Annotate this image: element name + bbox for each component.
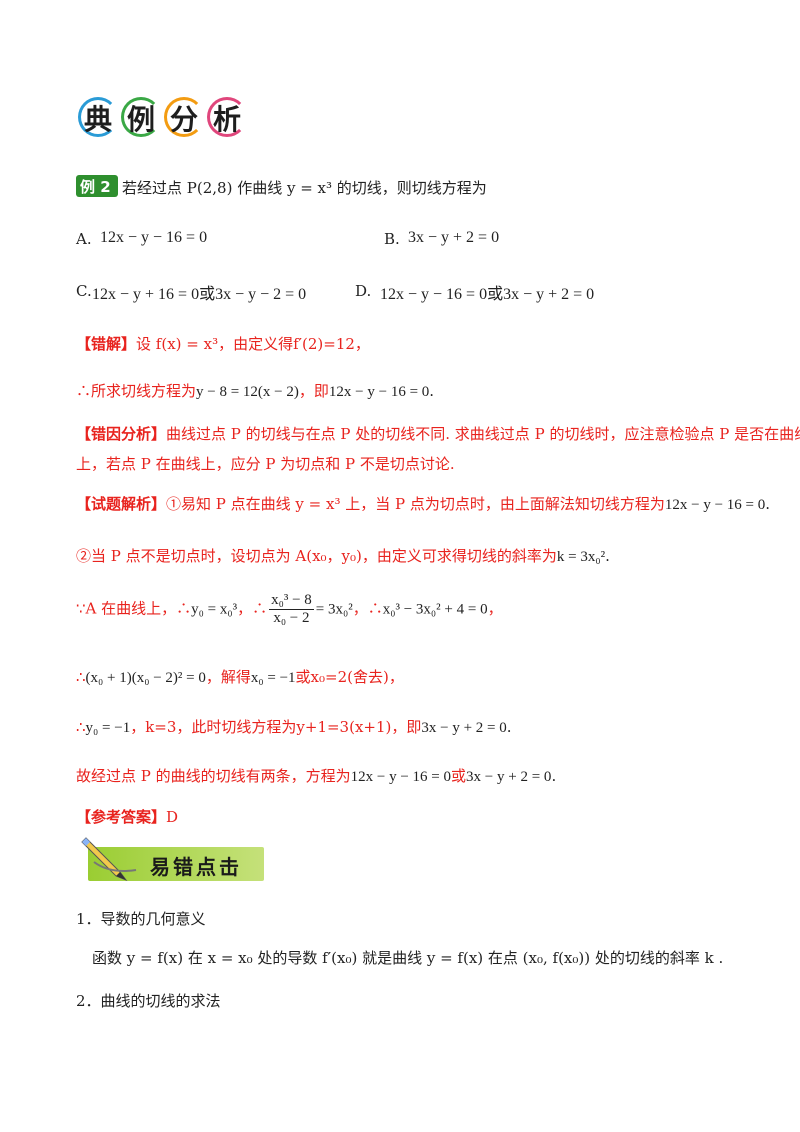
fraction-denominator: x₀ − 2: [273, 610, 310, 626]
tips-item1-text: 函数 y = f(x) 在 x = x₀ 处的导数 f′(x₀) 就是曲线 y …: [92, 949, 724, 967]
header-circle-4: [207, 97, 247, 137]
solution-s5-b: ，k=3，此时切线方程为y+1=3(x+1)，即: [130, 718, 422, 736]
error-analysis-line2: 上，若点 P 在曲线上，应分 P 为切点和 P 不是切点讨论.: [76, 455, 455, 473]
error-analysis-label: 【错因分析】: [76, 425, 167, 443]
header-char-1: 典: [84, 103, 113, 136]
header-char-2: 例: [127, 103, 156, 136]
option-c-label: C.: [76, 282, 92, 300]
solution-s4-m2: x₀ = −1: [250, 670, 296, 686]
solution-s3-d: ，: [487, 599, 503, 618]
solution-s6-end: .: [551, 767, 557, 785]
solution-s5-m2: 3x − y + 2 = 0: [421, 720, 507, 736]
solution-s2-text: ②当 P 点不是切点时，设切点为 A(x₀，y₀)，由定义可求得切线的斜率为: [76, 547, 557, 565]
solution-s3-c: ，∴: [352, 599, 383, 618]
option-d-label: D.: [355, 282, 372, 300]
example-badge-label: 例 2: [80, 178, 111, 196]
solution-s3-m1: y₀ = x₀³: [191, 601, 238, 618]
option-b-label: B.: [384, 230, 400, 248]
solution-s6-b: 或: [451, 767, 467, 785]
example-badge: [76, 175, 118, 197]
fraction-numerator: x₀³ − 8: [269, 592, 314, 610]
header-char-4: 析: [213, 103, 242, 136]
wrong-solution-text1: 设 f(x) = x³，由定义得f′(2)=12，: [136, 335, 370, 353]
solution-s1-text: ①易知 P 点在曲线 y = x³ 上，当 P 点为切点时，由上面解法知切线方程…: [166, 495, 665, 513]
tips-banner-title: 易错点击: [150, 855, 242, 879]
solution-label: 【试题解析】: [76, 495, 167, 513]
wrong-solution-end: .: [429, 382, 435, 400]
header-circle-1: [78, 97, 118, 137]
header-circle-2: [121, 97, 161, 137]
solution-s6-m2: 3x − y + 2 = 0: [466, 769, 552, 785]
answer-value: D: [166, 808, 179, 826]
wrong-solution-label: 【错解】: [76, 335, 137, 353]
header-circle-3: [164, 97, 204, 137]
option-d-text: 12x − y − 16 = 0或3x − y + 2 = 0: [380, 286, 595, 303]
header-char-3: 分: [170, 103, 199, 136]
wrong-solution-mid: ，即: [298, 382, 329, 400]
solution-s5-end: .: [506, 718, 512, 736]
answer-label: 【参考答案】: [76, 808, 167, 826]
solution-s4-a: ∴: [76, 668, 86, 686]
solution-line2: ②当 P 点不是切点时，设切点为 A(x₀，y₀)，由定义可求得切线的斜率为k …: [76, 545, 610, 566]
error-analysis-line1: 【错因分析】曲线过点 P 的切线与在点 P 处的切线不同. 求曲线过点 P 的切…: [76, 423, 800, 444]
solution-s1-end: .: [765, 495, 771, 513]
solution-s5-m1: y₀ = −1: [85, 720, 131, 736]
solution-s3-m2: = 3x₀²: [315, 601, 353, 618]
option-c-text: 12x − y + 16 = 0或3x − y − 2 = 0: [92, 286, 307, 303]
solution-s4-c: 或x₀=2(舍去)，: [295, 668, 404, 686]
solution-s4-b: ，解得: [205, 668, 251, 686]
solution-line6: 故经过点 P 的曲线的切线有两条，方程为12x − y − 16 = 0或3x …: [76, 765, 556, 786]
wrong-solution-equation: y − 8 = 12(x − 2): [196, 384, 299, 400]
solution-s3-a: ∵A 在曲线上，∴: [76, 599, 192, 618]
solution-s5-a: ∴: [76, 718, 86, 736]
solution-line5: ∴y₀ = −1，k=3，此时切线方程为y+1=3(x+1)，即3x − y +…: [76, 716, 512, 737]
solution-s4-m1: (x₀ + 1)(x₀ − 2)² = 0: [85, 670, 206, 686]
tips-item2-title: 2．曲线的切线的求法: [76, 992, 221, 1010]
error-analysis-text1: 曲线过点 P 的切线与在点 P 处的切线不同. 求曲线过点 P 的切线时，应注意…: [166, 425, 800, 443]
wrong-solution-result: 12x − y − 16 = 0: [328, 384, 430, 400]
solution-s3-b: ，∴: [237, 599, 268, 618]
solution-s2-end: .: [605, 547, 610, 565]
wrong-solution-prefix: ∴所求切线方程为: [76, 382, 197, 400]
solution-line4: ∴(x₀ + 1)(x₀ − 2)² = 0，解得x₀ = −1或x₀=2(舍去…: [76, 666, 404, 687]
pencil-icon: [81, 837, 137, 882]
solution-s2-math: k = 3x₀²: [556, 549, 606, 565]
tips-item1-title: 1．导数的几何意义: [76, 910, 206, 928]
option-a-text: 12x − y − 16 = 0: [100, 229, 208, 246]
solution-s3-m3: x₀³ − 3x₀² + 4 = 0: [382, 601, 488, 618]
example-stem: 若经过点 P(2,8) 作曲线 y = x³ 的切线，则切线方程为: [122, 179, 487, 197]
wrong-solution-line1: 【错解】设 f(x) = x³，由定义得f′(2)=12，: [76, 333, 370, 354]
solution-line1: 【试题解析】①易知 P 点在曲线 y = x³ 上，当 P 点为切点时，由上面解…: [76, 493, 770, 514]
wrong-solution-line2: ∴所求切线方程为y − 8 = 12(x − 2)，即12x − y − 16 …: [76, 380, 434, 401]
option-b-text: 3x − y + 2 = 0: [408, 229, 500, 246]
solution-s6-m1: 12x − y − 16 = 0: [350, 769, 452, 785]
answer-line: 【参考答案】D: [76, 806, 178, 827]
solution-s6-a: 故经过点 P 的曲线的切线有两条，方程为: [76, 767, 351, 785]
solution-s1-math: 12x − y − 16 = 0: [664, 497, 766, 513]
option-a-label: A.: [76, 230, 92, 248]
